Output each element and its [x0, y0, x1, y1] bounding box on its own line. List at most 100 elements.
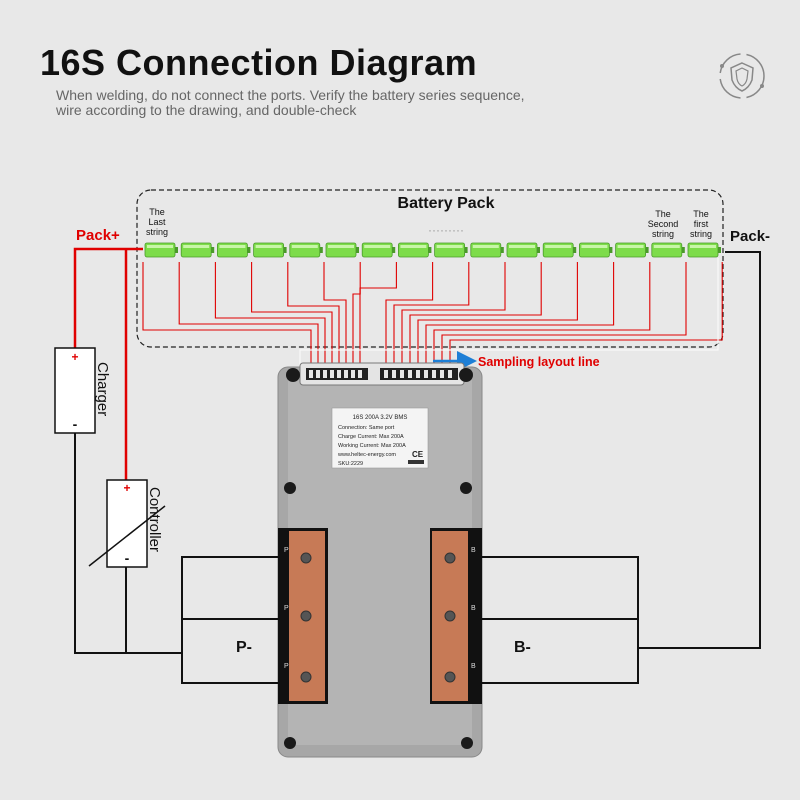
battery-pack-label: Battery Pack — [398, 195, 495, 212]
cell-highlight — [617, 245, 644, 248]
cell-terminal — [573, 247, 577, 253]
connector-pin — [424, 370, 428, 378]
cell-terminal — [645, 247, 649, 253]
battery-cell — [434, 242, 468, 258]
battery-cell — [579, 242, 613, 258]
power-wiring — [74, 251, 761, 684]
cell-terminal — [175, 247, 178, 253]
cell-terminal — [537, 247, 540, 253]
cell-terminal — [283, 247, 287, 253]
b-connector-box-upper — [479, 556, 639, 620]
sampling-wire — [417, 262, 578, 365]
b-connector-box-lower — [479, 618, 639, 684]
pack-minus-wire — [638, 251, 761, 649]
p-screw-icon[interactable] — [300, 552, 312, 564]
connector-pin — [384, 370, 388, 378]
sampling-layout-label: Sampling layout line — [478, 355, 600, 369]
b-pad-label: B — [471, 605, 476, 612]
p-connector-box-upper — [181, 556, 281, 620]
cell-highlight — [291, 245, 318, 248]
cell-highlight — [690, 245, 716, 248]
cell-terminal — [247, 247, 251, 253]
positive-wiring — [73, 247, 143, 480]
bms-spec-line-5: www.heltec-energy.com — [337, 452, 396, 458]
battery-cell — [289, 242, 323, 258]
mount-hole — [459, 368, 473, 382]
cell-terminal — [718, 247, 721, 253]
controller-device: + - Controller — [88, 479, 166, 568]
controller-label: Controller — [146, 487, 163, 552]
sampling-wire — [352, 262, 361, 365]
mount-hole — [461, 737, 473, 749]
cell-terminal — [464, 247, 468, 253]
first-string-line-2: first — [694, 219, 709, 229]
bms-spec-line-6: SKU:2229 — [338, 461, 363, 467]
battery-cell — [253, 242, 287, 258]
controller-box — [106, 479, 148, 568]
sampling-wire — [214, 262, 326, 365]
sampling-wire — [425, 262, 615, 365]
connector-pin — [323, 370, 327, 378]
cell-highlight — [364, 245, 391, 248]
sampling-wire — [433, 262, 651, 365]
charger-minus-wire — [74, 433, 182, 654]
b-screw-icon[interactable] — [444, 610, 456, 622]
mount-hole — [286, 368, 300, 382]
cell-terminal — [392, 247, 396, 253]
p-pad-label: P — [284, 547, 289, 554]
connector-pin — [316, 370, 320, 378]
battery-cell — [325, 242, 359, 258]
p-screw-icon[interactable] — [300, 671, 312, 683]
cell-highlight — [219, 245, 246, 248]
cell-terminal — [500, 247, 504, 253]
cell-terminal — [681, 247, 685, 253]
battery-cell — [144, 242, 178, 258]
battery-cell — [397, 242, 432, 258]
cell-terminal — [211, 247, 215, 253]
second-string-line-1: The — [655, 209, 671, 219]
page-title: 16S Connection Diagram — [40, 42, 478, 83]
frame-wire — [299, 258, 719, 365]
bms-spec-line-2: Connection: Same port — [338, 425, 395, 431]
cell-highlight — [400, 245, 427, 248]
b-screw-icon[interactable] — [444, 671, 456, 683]
sampling-wires — [142, 258, 723, 365]
battery-cell — [180, 242, 215, 258]
controller-minus: - — [125, 550, 130, 566]
cell-highlight — [147, 245, 173, 248]
cell-highlight — [581, 245, 608, 248]
cell-highlight — [183, 245, 210, 248]
sampling-wire — [287, 262, 340, 365]
connector-pin — [432, 370, 436, 378]
first-string-line-3: string — [690, 229, 712, 239]
sampling-wire — [359, 262, 397, 365]
p-connector-box-lower — [181, 618, 281, 684]
connector-pin — [337, 370, 341, 378]
battery-cell — [216, 242, 251, 258]
barcode-icon — [408, 460, 424, 464]
cell-terminal — [609, 247, 613, 253]
mount-hole — [284, 737, 296, 749]
p-minus-label: P- — [236, 639, 252, 656]
connector-pin — [330, 370, 334, 378]
battery-cell — [542, 242, 577, 258]
b-screw-icon[interactable] — [444, 552, 456, 564]
connector-pin — [440, 370, 444, 378]
connector-pins — [309, 370, 452, 378]
charger-plus: + — [71, 350, 78, 364]
first-string-label: The first string — [690, 209, 712, 239]
page-subtitle: When welding, do not connect the ports. … — [56, 88, 525, 118]
connector-pin — [351, 370, 355, 378]
second-string-label: The Second string — [648, 209, 679, 239]
charger-minus: - — [73, 416, 78, 432]
last-string-line-2: Last — [148, 217, 166, 227]
sampling-wire — [385, 262, 434, 365]
connector-pin — [392, 370, 396, 378]
battery-cells — [144, 242, 721, 258]
ce-mark-icon: CE — [412, 450, 424, 459]
cell-highlight — [328, 245, 354, 248]
subtitle-line-2: wire according to the drawing, and doubl… — [56, 102, 357, 118]
bms-spec-line-3: Charge Current: Max 200A — [338, 434, 404, 440]
p-screw-icon[interactable] — [300, 610, 312, 622]
battery-cell — [506, 242, 540, 258]
